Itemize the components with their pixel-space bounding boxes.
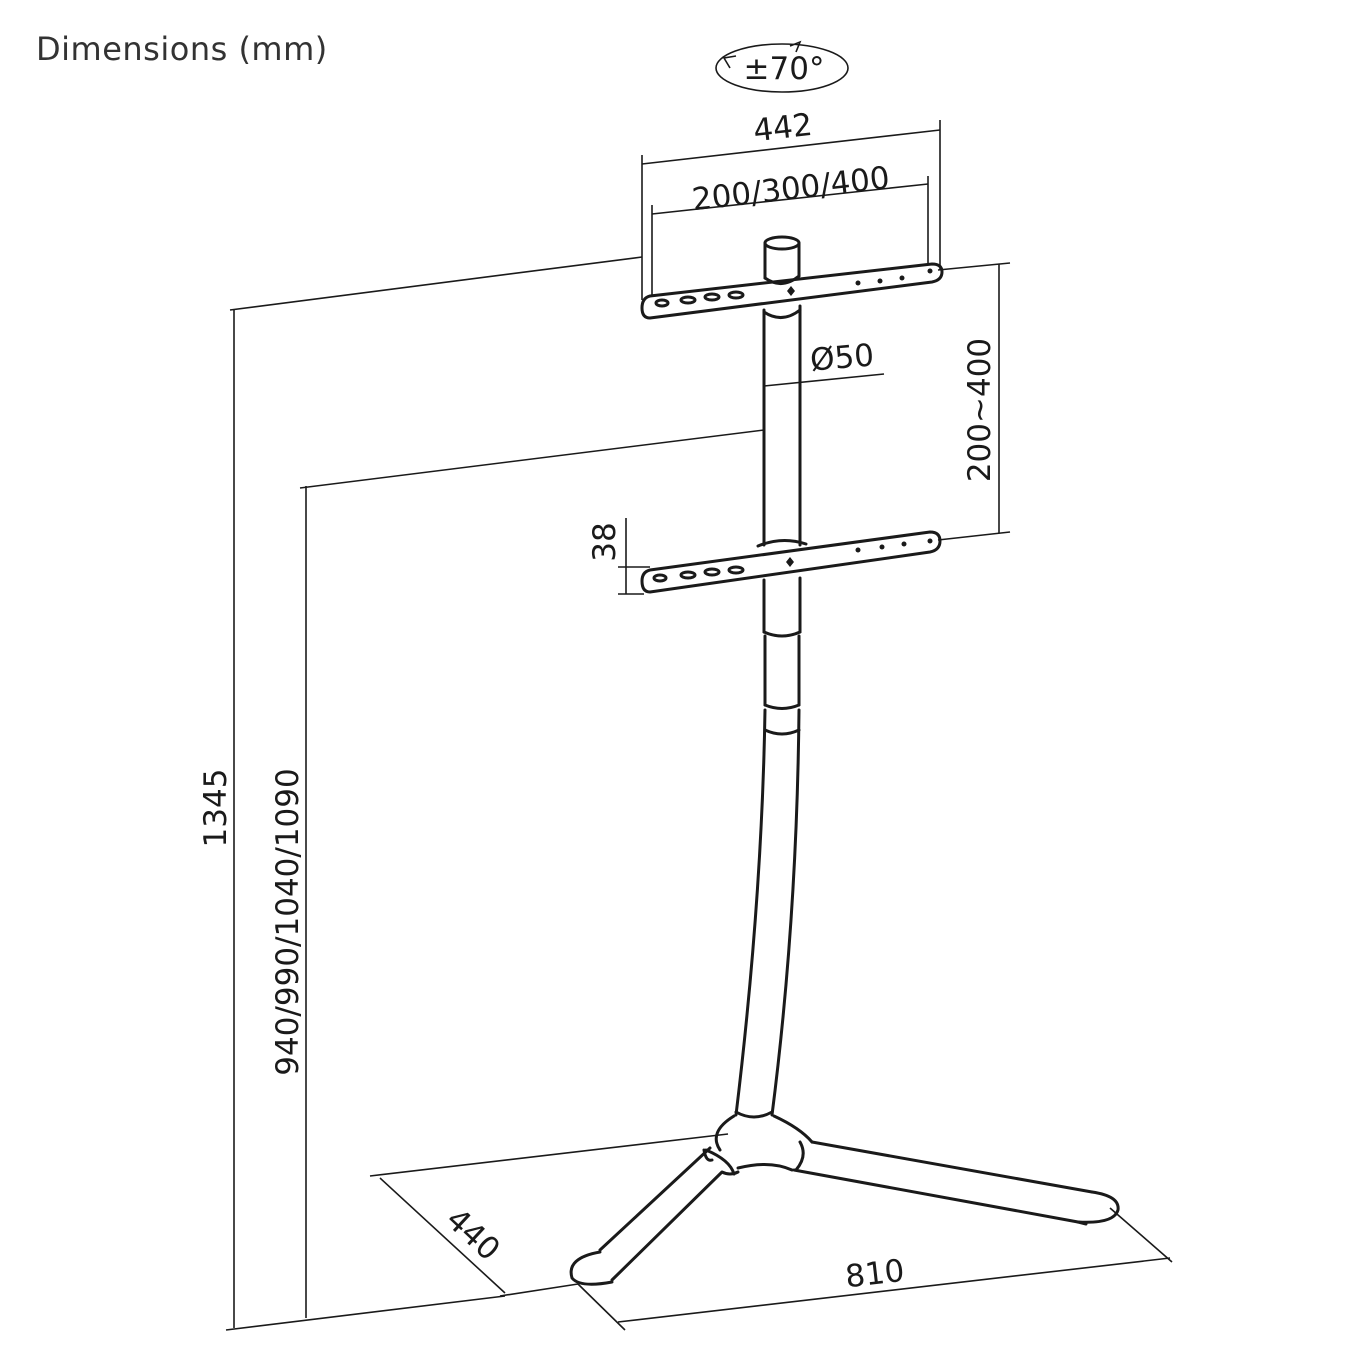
pole-diameter-label: Ø50 (809, 337, 876, 378)
base-depth-label: 440 (439, 1201, 507, 1268)
vesa-width-label: 200/300/400 (690, 160, 891, 218)
lower-bracket (640, 530, 942, 594)
bracket-thickness-dimension: 38 (587, 518, 650, 595)
page-title: Dimensions (mm) (36, 30, 328, 68)
top-width-label: 442 (751, 107, 814, 149)
base-width-dimension: 810 (577, 1207, 1173, 1331)
base-width-label: 810 (843, 1253, 906, 1295)
rotation-label: ±70° (744, 51, 825, 87)
vesa-height-label: 200~400 (962, 338, 998, 482)
stand-base (569, 1110, 1120, 1286)
bracket-thickness-label: 38 (587, 522, 623, 561)
lower-pole (734, 576, 802, 1117)
pole-diameter-dimension: Ø50 (763, 337, 885, 387)
vesa-height-dimension: 200~400 (937, 262, 1011, 541)
top-width-dimension: 442 (641, 107, 941, 300)
mount-height-top-extension (299, 429, 765, 489)
base-depth-dimension: 440 (369, 1133, 729, 1297)
top-bracket (640, 262, 944, 320)
pole-top (763, 235, 801, 280)
upper-pole (762, 304, 802, 547)
mount-height-dimension: 940/990/1040/1090 (270, 486, 307, 1318)
rotation-indicator: ±70° (715, 40, 849, 93)
mount-height-label: 940/990/1040/1090 (270, 768, 306, 1075)
vesa-width-dimension: 200/300/400 (651, 160, 929, 296)
total-height-top-extension (229, 256, 643, 311)
total-height-label: 1345 (198, 769, 234, 848)
total-height-dimension: 1345 (198, 310, 506, 1331)
